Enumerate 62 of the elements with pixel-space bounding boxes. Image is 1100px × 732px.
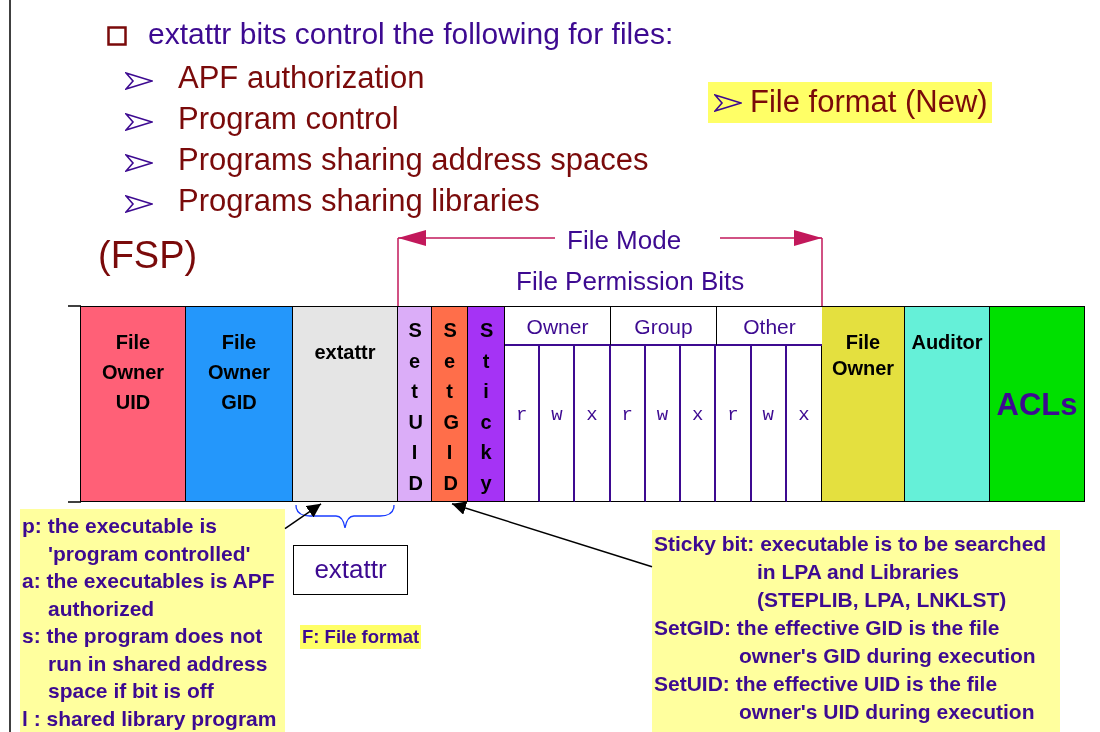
field-name: extattr [313,554,388,585]
field-block [822,306,905,502]
column-name: Group [633,315,694,339]
note-panel [652,530,1060,732]
field-name: Auditor [910,330,984,355]
label-box [293,545,408,595]
bit-letter: x [797,404,811,426]
permission-bit-cell [575,346,611,502]
note-text: l : shared library program [22,705,278,732]
permission-bit-cell [610,346,646,502]
note-panel [20,509,285,732]
highlighted-text: F: File format [300,625,422,649]
bullet-text: Program control [178,101,399,137]
bullet-text: Programs sharing libraries [178,183,540,219]
permission-bit-cell [505,346,541,502]
column-header [717,306,822,346]
field-block [80,306,186,502]
permission-bit-cell [681,346,717,502]
bullet-text: Programs sharing address spaces [178,142,649,178]
column-header [505,306,611,346]
label-text: File Permission Bits [516,266,745,297]
bit-letter: r [726,404,740,426]
field-name: ACLs [995,387,1079,423]
bullet-text: APF authorization [178,60,425,96]
field-name: extattr [313,340,377,365]
highlighted-text: File format (New) [708,82,992,123]
field-block [186,306,293,502]
permission-bit-cell [716,346,752,502]
bit-column [432,306,468,502]
arrow [451,501,653,568]
column-name: Owner [525,315,590,339]
field-block [990,306,1085,502]
permission-bit-cell [645,346,682,502]
field-block [293,306,398,502]
label-text: File Mode [567,225,682,256]
arrow [284,503,322,530]
permission-bit-cell [751,346,787,502]
bit-name: SetGID [443,318,456,496]
permission-bit-cell [786,346,822,502]
note-text: Sticky bit: executable is to be searched in LPA and Libraries (STEPLIB, LPA, LNKLST) [654,531,1048,613]
bit-name: SetUID [408,318,421,496]
bit-letter: r [514,404,529,426]
bit-letter: x [691,404,705,426]
bit-letter: x [585,404,599,426]
bit-letter: w [550,404,564,426]
note-text: SetGID: the effective GID is the file owner's GID during execution [654,615,1037,669]
bit-column [398,306,432,502]
bit-letter: r [620,404,634,426]
bit-column [468,306,505,502]
bit-name: Sticky [480,318,492,496]
permission-bit-cell [540,346,576,502]
field-name: File Owner UID [100,330,166,415]
heading-text: extattr bits control the following for files: [148,17,674,51]
column-header [611,306,717,346]
label-text: (FSP) [98,234,198,277]
bit-letter: w [655,404,670,426]
bit-letter: w [761,404,775,426]
field-name: File Owner [830,330,896,381]
column-name: Other [742,315,797,339]
note-text: SetUID: the effective UID is the file owner's UID during execution [654,671,1036,725]
field-block [905,306,990,502]
field-name: File Owner GID [206,330,272,415]
